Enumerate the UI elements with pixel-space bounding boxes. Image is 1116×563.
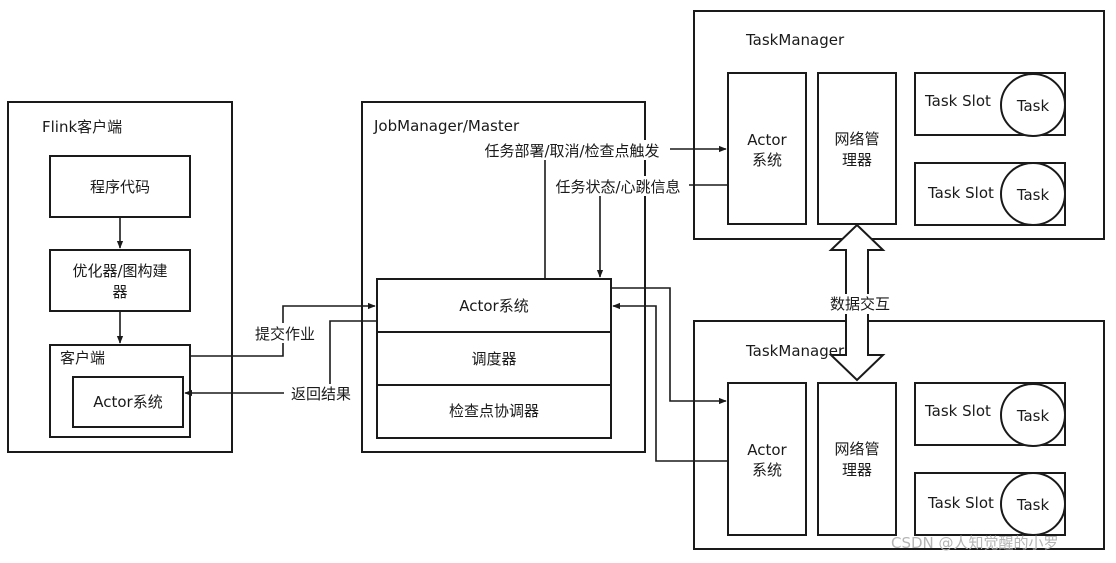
optimizer-box — [49, 249, 191, 312]
tm-top-slot2-task-label: Task — [1016, 186, 1050, 204]
jm-actor-system-label: Actor系统 — [459, 297, 528, 315]
client-actor-system-label: Actor系统 — [93, 393, 162, 411]
tm-bottom-network-line2: 理器 — [842, 461, 872, 479]
tm-bottom-actor-line1: Actor — [747, 441, 787, 459]
jobmanager-title: JobManager/Master — [373, 117, 520, 135]
tm-top-actor-line2: 系统 — [752, 151, 782, 169]
tm-top-network-box — [817, 72, 897, 225]
task-status-label-bg — [547, 176, 689, 196]
taskmanager-top-title: TaskManager — [745, 31, 845, 49]
optimizer-label-line2: 器 — [112, 283, 127, 301]
program-code-box — [49, 155, 191, 218]
taskmanager-bottom-title: TaskManager — [745, 342, 845, 360]
program-code-label: 程序代码 — [90, 178, 150, 196]
data-exchange-label: 数据交互 — [830, 295, 890, 313]
tm-bottom-actor-line2: 系统 — [752, 461, 782, 479]
scheduler-label: 调度器 — [471, 350, 516, 368]
return-result-label: 返回结果 — [291, 385, 351, 403]
connectors-group: 提交作业 返回结果 任务部署/取消/检查点触发 任务状态/心跳信息 数据交互 — [184, 140, 893, 462]
return-result-label-bg — [284, 384, 358, 404]
jm-actor-system-box — [376, 278, 612, 333]
tm-top-slot1-task-label: Task — [1016, 97, 1050, 115]
submit-job-label-bg — [248, 323, 322, 343]
tm-bottom-slot2-task-label: Task — [1016, 496, 1050, 514]
tm-top-network-line1: 网络管 — [834, 130, 879, 148]
tm-top-actor-line1: Actor — [747, 131, 787, 149]
client-label: 客户端 — [60, 349, 105, 367]
optimizer-label-line1: 优化器/图构建 — [72, 262, 167, 280]
taskmanager-bottom-group: TaskManager Actor 系统 网络管 理器 Task Slot Ta… — [693, 320, 1105, 550]
flink-client-group: Flink客户端 程序代码 优化器/图构建 器 客户端 Actor系统 — [7, 101, 233, 453]
arrow-return-result — [184, 320, 377, 397]
tm-bottom-slot1-label: Task Slot — [924, 402, 991, 420]
tm-top-network-line2: 理器 — [842, 151, 872, 169]
tm-bottom-slot1-task — [1000, 383, 1066, 447]
tm-top-slot2-task — [1000, 162, 1066, 226]
data-exchange-label-bg — [825, 294, 893, 314]
tm-bottom-network-line1: 网络管 — [834, 440, 879, 458]
arrow-tm-bottom-to-jm — [612, 302, 728, 462]
tm-top-actor-box — [727, 72, 807, 225]
tm-bottom-actor-box — [727, 382, 807, 536]
checkpoint-coordinator-box — [376, 384, 612, 439]
tm-bottom-slot2-task — [1000, 472, 1066, 536]
flink-client-title: Flink客户端 — [42, 118, 122, 136]
client-actor-system-box — [72, 376, 184, 428]
task-deploy-label-bg — [474, 140, 670, 160]
watermark-text: CSDN @人知觉醒的小罗 — [891, 534, 1059, 552]
tm-top-slot1-label: Task Slot — [924, 92, 991, 110]
taskmanager-top-group: TaskManager Actor 系统 网络管 理器 Task Slot Ta… — [693, 10, 1105, 240]
tm-top-slot2-label: Task Slot — [927, 184, 994, 202]
task-deploy-label: 任务部署/取消/检查点触发 — [484, 142, 659, 160]
arrow-jm-to-tm-bottom — [611, 287, 727, 405]
checkpoint-coordinator-label: 检查点协调器 — [449, 402, 539, 420]
submit-job-label: 提交作业 — [255, 325, 315, 343]
tm-top-slot1-task — [1000, 73, 1066, 137]
task-status-label: 任务状态/心跳信息 — [555, 178, 680, 196]
tm-bottom-slot1-task-label: Task — [1016, 407, 1050, 425]
scheduler-box — [376, 331, 612, 386]
tm-bottom-network-box — [817, 382, 897, 536]
tm-bottom-slot2-label: Task Slot — [927, 494, 994, 512]
